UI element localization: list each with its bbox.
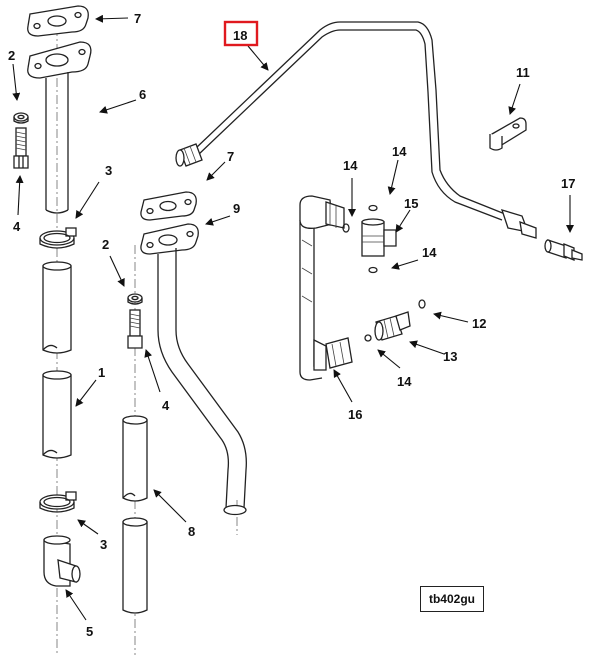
callout-13: 13 [443,349,457,364]
callout-1: 1 [98,365,105,380]
callout-14-d: 14 [397,374,412,389]
washer-2-middle [127,293,143,305]
callout-14-b: 14 [392,144,407,159]
hose-8 [122,415,148,614]
callout-8: 8 [188,524,195,539]
callout-4-middle: 4 [162,398,170,413]
callout-7-top: 7 [134,11,141,26]
clip-11 [489,117,527,151]
flanged-pipe-9 [140,223,247,516]
callout-14-a: 14 [343,158,358,173]
leader-arrows [12,14,574,621]
callout-2-left: 2 [8,48,15,63]
callout-11: 11 [516,65,530,80]
callout-6: 6 [139,87,146,102]
bolt-4-left [13,127,29,169]
callout-2-middle: 2 [102,237,109,252]
callout-4-left: 4 [13,219,21,234]
callout-18-highlight-box [223,20,259,47]
callout-5: 5 [86,624,93,639]
o-ring-12 [418,299,426,309]
callout-16: 16 [348,407,362,422]
callout-15: 15 [404,196,418,211]
callout-7-middle: 7 [227,149,234,164]
callout-18: 18 [233,28,247,43]
callout-9: 9 [233,201,240,216]
flanged-pipe-6 [27,41,92,214]
hose-clamp-3-lower [39,491,77,513]
washer-2-left [13,112,29,124]
hose-assembly-16 [299,195,353,381]
o-ring-14-b [368,204,378,212]
figure-reference-code: tb402gu [420,586,484,612]
gasket-7-top [27,5,89,37]
callout-12: 12 [472,316,486,331]
hose-1 [42,261,72,459]
callout-3-lower: 3 [100,537,107,552]
tee-fitting-15 [361,218,397,257]
o-ring-14-a [342,223,350,233]
o-ring-14-d [364,334,372,342]
tube-assembly-18 [175,21,537,239]
callout-3-upper: 3 [105,163,112,178]
callout-17: 17 [561,176,575,191]
bolt-4-middle [127,309,143,349]
callout-labels: 7 2 6 4 3 1 3 5 18 7 9 2 4 8 11 14 14 15… [8,11,575,639]
gasket-7-middle [140,191,197,221]
callout-14-c: 14 [422,245,437,260]
hose-clamp-3-upper [39,227,77,249]
elbow-fitting-5 [43,535,81,587]
o-ring-14-c [368,266,378,274]
fitting-17 [544,239,583,261]
fitting-13 [374,311,411,341]
